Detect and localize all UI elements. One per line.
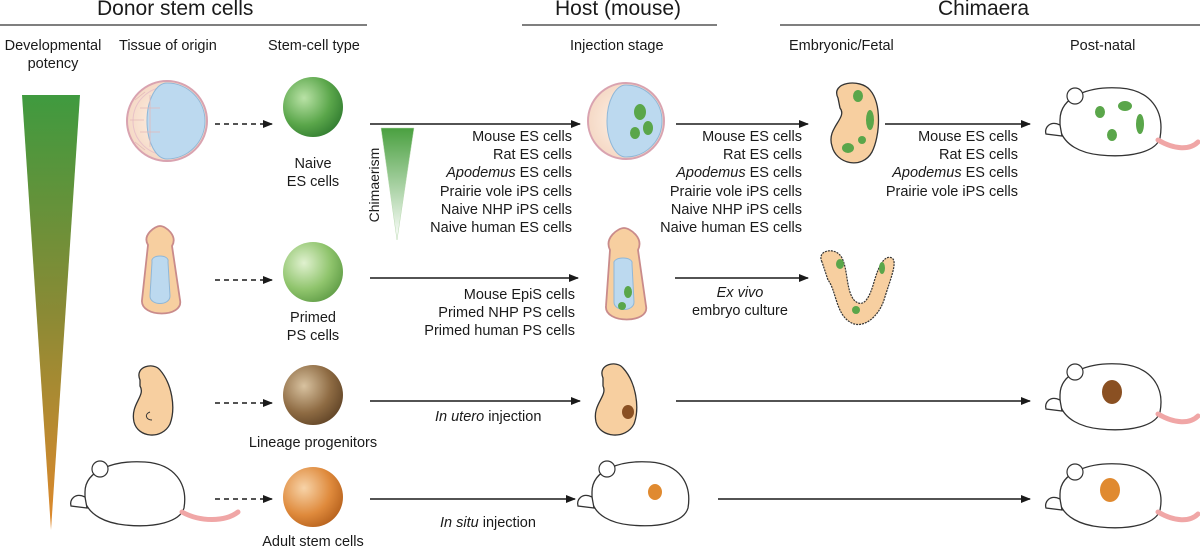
subheader-tissue: Tissue of origin — [119, 38, 217, 54]
list-item: Primed human PS cells — [424, 323, 575, 340]
host-fetus-icon — [594, 363, 638, 436]
chimaerism-label: Chimaerism — [366, 147, 382, 223]
list-item: Prairie vole iPS cells — [439, 183, 572, 200]
list-item: Primed NHP PS cells — [438, 305, 575, 322]
list-item: Naive NHP iPS cells — [670, 201, 802, 218]
adult-stem-cell — [283, 467, 343, 527]
list-item: Apodemus ES cells — [676, 165, 802, 182]
list-item: Rat ES cells — [939, 147, 1018, 164]
lineage-progenitor-cell — [283, 365, 343, 425]
host-egg-cylinder-icon — [605, 227, 647, 321]
list-item: Prairie vole iPS cells — [885, 183, 1018, 200]
list-item: Naive NHP iPS cells — [440, 201, 572, 218]
subheader-injection: Injection stage — [570, 38, 664, 54]
naive-host-list: Mouse ES cells Rat ES cells Apodemus ES … — [400, 128, 572, 237]
potency-triangle — [22, 95, 80, 530]
list-item: Naive human ES cells — [430, 220, 572, 237]
naive-cell-label: Naive ES cells — [286, 156, 340, 190]
header-host: Host (mouse) — [555, 0, 682, 20]
adult-mouse-donor — [69, 460, 241, 527]
naive-fetal-list: Mouse ES cells Rat ES cells Apodemus ES … — [630, 128, 802, 237]
list-item: Prairie vole iPS cells — [669, 183, 802, 200]
egg-cylinder-icon — [141, 225, 181, 315]
list-item: Apodemus ES cells — [446, 165, 572, 182]
list-item: Mouse EpiS cells — [463, 287, 575, 303]
list-item: Naive human ES cells — [660, 220, 802, 237]
list-item: Apodemus ES cells — [892, 165, 1018, 182]
list-item: Mouse ES cells — [918, 129, 1018, 145]
subheader-potency: Developmental potency — [4, 38, 102, 72]
subheader-stemcell: Stem-cell type — [268, 38, 360, 54]
adult-injection-label: In situ injection — [440, 515, 536, 531]
adult-cell-label: Adult stem cells — [262, 534, 364, 550]
postnatal-mouse-3 — [1044, 363, 1200, 431]
exvivo-label: Ex vivo embryo culture — [692, 285, 788, 319]
host-adult-mouse-icon — [576, 460, 690, 527]
naive-postnatal-list: Mouse ES cells Rat ES cells Apodemus ES … — [850, 128, 1018, 201]
primed-cell-label: Primed PS cells — [286, 310, 340, 344]
lineage-cell-label: Lineage progenitors — [248, 435, 378, 451]
subheader-embryonic: Embryonic/Fetal — [789, 38, 894, 54]
list-item: Rat ES cells — [723, 147, 802, 164]
header-chimaera: Chimaera — [938, 0, 1030, 20]
list-item: Mouse ES cells — [472, 129, 572, 145]
fetal-chimaera-icon — [830, 82, 880, 164]
fetus-icon — [132, 365, 174, 436]
list-item: Rat ES cells — [493, 147, 572, 164]
primed-ps-cell — [283, 242, 343, 302]
primed-host-list: Mouse EpiS cells Primed NHP PS cells Pri… — [395, 286, 575, 341]
header-donor: Donor stem cells — [97, 0, 254, 20]
subheader-postnatal: Post-natal — [1070, 38, 1136, 54]
blastocyst-icon — [126, 80, 208, 162]
lineage-injection-label: In utero injection — [435, 409, 542, 425]
chimaerism-triangle — [380, 127, 415, 241]
postnatal-mouse-1 — [1044, 87, 1200, 157]
exvivo-embryo-icon — [820, 250, 895, 326]
postnatal-mouse-4 — [1044, 463, 1200, 529]
list-item: Mouse ES cells — [702, 129, 802, 145]
naive-es-cell — [283, 77, 343, 137]
host-blastocyst-icon — [587, 82, 665, 160]
